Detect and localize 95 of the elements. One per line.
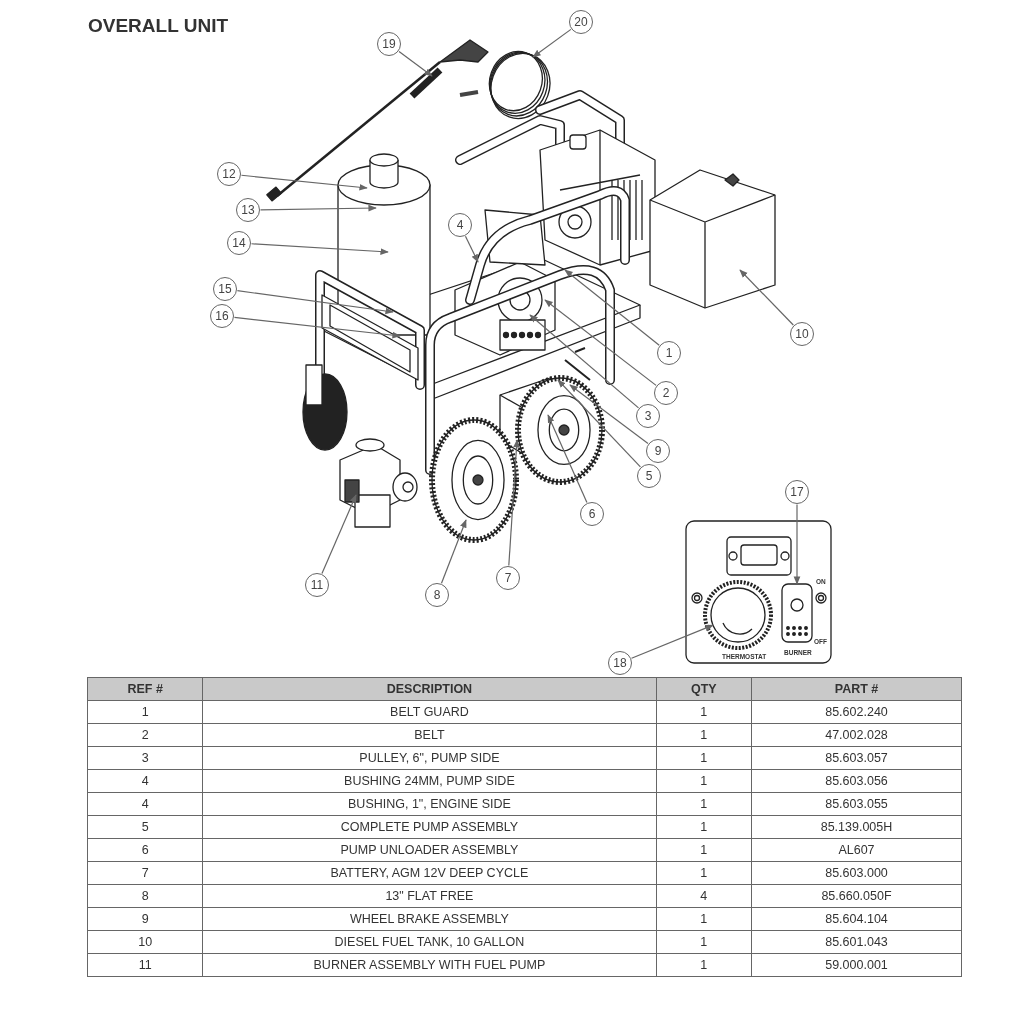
callout-number: 3 [636,404,660,428]
callout-number: 11 [305,573,329,597]
leader-line [240,174,368,191]
table-cell: 47.002.028 [751,723,962,747]
leader-line [739,269,794,326]
table-cell: 85.603.056 [751,769,962,793]
table-cell: 6 [87,838,203,862]
thermostat-dial [710,587,766,643]
column-header: DESCRIPTION [202,677,657,701]
column-header: PART # [751,677,962,701]
table-cell: 85.604.104 [751,907,962,931]
leader-line [547,414,588,504]
leader-line [233,316,401,339]
callout-number: 6 [580,502,604,526]
table-cell: 13" FLAT FREE [202,884,657,908]
column-header: QTY [656,677,752,701]
table-cell: 85.660.050F [751,884,962,908]
table-cell: BUSHING, 1", ENGINE SIDE [202,792,657,816]
table-cell: BURNER ASSEMBLY WITH FUEL PUMP [202,953,657,977]
table-cell: 85.139.005H [751,815,962,839]
table-cell: 10 [87,930,203,954]
callout-number: 10 [790,322,814,346]
table-cell: PUMP UNLOADER ASSEMBLY [202,838,657,862]
table-cell: 1 [656,861,752,885]
leader-line [464,235,479,263]
table-cell: PULLEY, 6", PUMP SIDE [202,746,657,770]
table-cell: 11 [87,953,203,977]
table-cell: 1 [656,700,752,724]
table-cell: WHEEL BRAKE ASSEMBLY [202,907,657,931]
leader-line [321,494,357,575]
callout-number: 7 [496,566,520,590]
callout-number: 9 [646,439,670,463]
table-cell: BUSHING 24MM, PUMP SIDE [202,769,657,793]
callout-number: 13 [236,198,260,222]
table-cell: 4 [87,792,203,816]
table-cell: 2 [87,723,203,747]
table-cell: 85.603.057 [751,746,962,770]
table-cell: 4 [87,769,203,793]
table-cell: 1 [87,700,203,724]
callout-number: 20 [569,10,593,34]
table-cell: 1 [656,907,752,931]
leader-line [250,243,389,255]
table-cell: BATTERY, AGM 12V DEEP CYCLE [202,861,657,885]
burner-switch-plate [781,583,813,643]
table-cell: 85.602.240 [751,700,962,724]
leader-line [236,290,394,315]
callout-number: 5 [637,464,661,488]
table-cell: AL607 [751,838,962,862]
callout-number: 4 [448,213,472,237]
callout-number: 19 [377,32,401,56]
leader-line [793,503,801,585]
leader-line [440,519,467,584]
table-cell: 1 [656,953,752,977]
table-cell: 7 [87,861,203,885]
table-cell: 8 [87,884,203,908]
leader-line [398,50,433,77]
callout-number: 15 [213,277,237,301]
table-cell: 1 [656,723,752,747]
table-cell: BELT [202,723,657,747]
callout-number: 18 [608,651,632,675]
table-cell: BELT GUARD [202,700,657,724]
table-cell: 85.603.000 [751,861,962,885]
leader-line [564,269,660,346]
table-cell: COMPLETE PUMP ASSEMBLY [202,815,657,839]
table-cell: 4 [656,884,752,908]
table-cell: 3 [87,746,203,770]
leader-line [532,28,572,58]
callout-number: 2 [654,381,678,405]
table-cell: 59.000.001 [751,953,962,977]
table-cell: 85.603.055 [751,792,962,816]
table-cell: 85.601.043 [751,930,962,954]
leader-line [557,379,641,468]
callout-number: 16 [210,304,234,328]
table-cell: 1 [656,838,752,862]
callout-number: 12 [217,162,241,186]
callout-number: 8 [425,583,449,607]
table-cell: 9 [87,907,203,931]
callout-number: 14 [227,231,251,255]
leader-line [529,314,640,409]
table-cell: 1 [656,815,752,839]
leader-line [508,439,520,567]
table-cell: DIESEL FUEL TANK, 10 GALLON [202,930,657,954]
table-cell: 1 [656,769,752,793]
column-header: REF # [87,677,203,701]
leader-line [631,624,714,659]
callout-number: 1 [657,341,681,365]
table-cell: 1 [656,746,752,770]
table-cell: 1 [656,792,752,816]
table-cell: 5 [87,815,203,839]
callout-number: 17 [785,480,809,504]
title: OVERALL UNIT [88,15,229,37]
leader-line [544,299,657,386]
leader-line [569,384,649,445]
leader-line [259,204,377,212]
table-cell: 1 [656,930,752,954]
